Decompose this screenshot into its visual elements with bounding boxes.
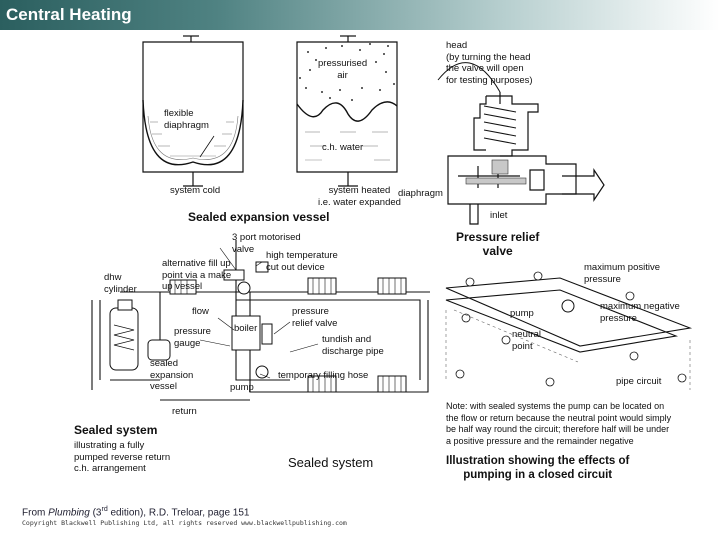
label-ch-water: c.h. water bbox=[322, 142, 364, 153]
relief-valve-fill bbox=[465, 159, 527, 185]
caption-sealed-system: Sealed system bbox=[74, 423, 158, 437]
vessel-heated bbox=[296, 35, 398, 187]
caption-sealed-expansion-vessel: Sealed expansion vessel bbox=[188, 210, 330, 224]
sealed-system-components bbox=[109, 261, 407, 393]
page-title: Central Heating bbox=[6, 5, 132, 24]
circuit-pump-symbol bbox=[561, 299, 575, 313]
caption-pressure-relief-valve: Pressure relief valve bbox=[456, 230, 540, 258]
relief-valve bbox=[437, 62, 605, 225]
leader-lines bbox=[199, 247, 319, 379]
label-pipe-circuit: pipe circuit bbox=[616, 376, 662, 387]
citation-edition-sup: rd bbox=[101, 506, 108, 513]
label-pump: pump bbox=[230, 382, 254, 393]
label-high-temp-cutout: high temperature cut out device bbox=[266, 250, 338, 273]
label-pressurised-air: pressurised air bbox=[318, 58, 368, 81]
label-inlet: inlet bbox=[490, 210, 508, 221]
label-flow: flow bbox=[192, 306, 209, 317]
circuit-dashes bbox=[445, 309, 691, 390]
caption-closed-circuit: Illustration showing the effects of pump… bbox=[446, 455, 630, 481]
label-pressure-gauge: pressure gauge bbox=[174, 326, 211, 349]
title-bar: Central Heating bbox=[0, 0, 720, 30]
citation-prefix: From bbox=[22, 507, 49, 519]
label-dhw-cylinder: dhw cylinder bbox=[104, 272, 137, 295]
coil-zigzag bbox=[113, 324, 135, 351]
closed-circuit bbox=[445, 277, 693, 353]
label-tundish: tundish and discharge pipe bbox=[322, 334, 384, 357]
label-alternative-fill: alternative fill up point via a make up … bbox=[162, 258, 232, 292]
vessel-cold bbox=[142, 35, 244, 187]
water-hatching-heated bbox=[305, 131, 390, 161]
citation-edition-post: edition), R.D. Treloar, page 151 bbox=[107, 507, 250, 519]
copyright-notice: Copyright Blackwell Publishing Ltd, all … bbox=[22, 519, 347, 527]
label-temporary-filling-hose: temporary filling hose bbox=[278, 370, 369, 381]
label-system-heated: system heated i.e. water expanded bbox=[318, 185, 401, 208]
label-flexible-diaphragm: flexible diaphragm bbox=[164, 108, 209, 131]
citation-book: Plumbing bbox=[48, 507, 90, 519]
water-hatching-cold bbox=[150, 121, 234, 157]
radiator-fins bbox=[174, 278, 402, 392]
label-maximum-positive-pressure: maximum positive pressure bbox=[584, 262, 661, 285]
label-neutral-point: neutral point bbox=[512, 329, 542, 352]
label-maximum-negative-pressure: maximum negative pressure bbox=[600, 301, 680, 324]
citation: From Plumbing (3rd edition), R.D. Treloa… bbox=[22, 506, 249, 518]
label-pressure-relief-valve: pressure relief valve bbox=[292, 306, 338, 329]
label-head: head (by turning the head the valve will… bbox=[446, 40, 533, 86]
subcaption-sealed-system: illustrating a fully pumped reverse retu… bbox=[74, 440, 171, 474]
label-3-port-valve: 3 port motorised valve bbox=[232, 232, 301, 255]
label-sealed-expansion-vessel: sealed expansion vessel bbox=[150, 358, 194, 392]
label-return: return bbox=[172, 406, 197, 417]
circuit-markers bbox=[455, 271, 687, 387]
air-dots bbox=[299, 43, 395, 101]
caption-sealed-system-center: Sealed system bbox=[288, 455, 374, 470]
label-circuit-pump: pump bbox=[510, 308, 534, 319]
label-diaphragm: diaphragm bbox=[398, 188, 443, 199]
label-boiler: boiler bbox=[234, 323, 258, 334]
diaphragm-leader bbox=[199, 135, 215, 158]
citation-edition-pre: (3 bbox=[89, 507, 102, 519]
note-pump-location: Note: with sealed systems the pump can b… bbox=[446, 401, 672, 446]
label-system-cold: system cold bbox=[170, 185, 221, 196]
